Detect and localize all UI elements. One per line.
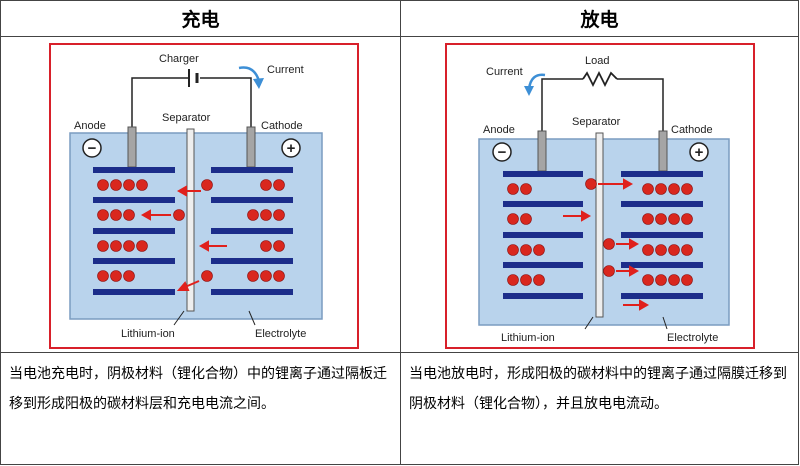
cathode-rod — [246, 126, 256, 168]
lithium-ions — [507, 178, 693, 286]
separator — [595, 132, 604, 318]
discharge-description: 当电池放电时，形成阳极的碳材料中的锂离子通过隔膜迁移到阴极材料（锂化合物），并且… — [409, 366, 787, 412]
discharge-diagram: Load Current Anode Separator Cathode − + — [445, 43, 755, 349]
anode-rod — [127, 126, 137, 168]
lithium-ion-label: Lithium-ion — [121, 328, 175, 340]
ion-migration-arrows — [140, 185, 227, 291]
charge-description: 当电池充电时，阴极材料（锂化合物）中的锂离子通过隔板迁移到形成阳极的碳材料层和充… — [9, 366, 387, 412]
svg-text:−: − — [498, 144, 507, 161]
load-resistor-symbol — [582, 70, 618, 88]
positive-terminal-icon — [281, 138, 301, 158]
load-label: Load — [585, 55, 609, 67]
ion-migration-arrows — [563, 178, 650, 311]
electrolyte-label: Electrolyte — [255, 328, 306, 340]
current-label: Current — [486, 66, 523, 78]
charge-diagram: Charger Current Anode Separator Cathode … — [49, 43, 359, 349]
electrolyte-label: Electrolyte — [667, 332, 718, 344]
anode-plates — [93, 167, 175, 295]
circuit-wire-left — [131, 77, 188, 133]
svg-text:+: + — [287, 140, 296, 157]
svg-text:−: − — [88, 140, 97, 157]
separator-label: Separator — [572, 116, 621, 128]
positive-terminal-icon — [689, 142, 709, 162]
charge-header: 充电 — [181, 9, 220, 31]
separator — [186, 128, 195, 312]
circuit-wire-right — [200, 77, 252, 133]
discharge-header: 放电 — [580, 9, 619, 31]
svg-text:+: + — [695, 144, 704, 161]
circuit-wire-right — [617, 78, 664, 139]
cathode-label: Cathode — [671, 124, 713, 136]
anode-plates — [503, 171, 583, 299]
anode-label: Anode — [74, 120, 106, 132]
current-label: Current — [267, 64, 304, 76]
current-arrow — [238, 66, 261, 82]
separator-label: Separator — [162, 112, 211, 124]
charger-label: Charger — [159, 53, 199, 65]
cathode-rod — [658, 130, 668, 172]
anode-rod — [537, 130, 547, 172]
negative-terminal-icon — [492, 142, 512, 162]
electrolyte-tank — [69, 132, 323, 320]
cathode-label: Cathode — [261, 120, 303, 132]
negative-terminal-icon — [82, 138, 102, 158]
lithium-ions — [97, 179, 285, 282]
lithium-ion-label: Lithium-ion — [501, 332, 555, 344]
cathode-plates — [621, 171, 703, 299]
cathode-plates — [211, 167, 293, 295]
anode-label: Anode — [483, 124, 515, 136]
circuit-wire-left — [541, 78, 583, 139]
